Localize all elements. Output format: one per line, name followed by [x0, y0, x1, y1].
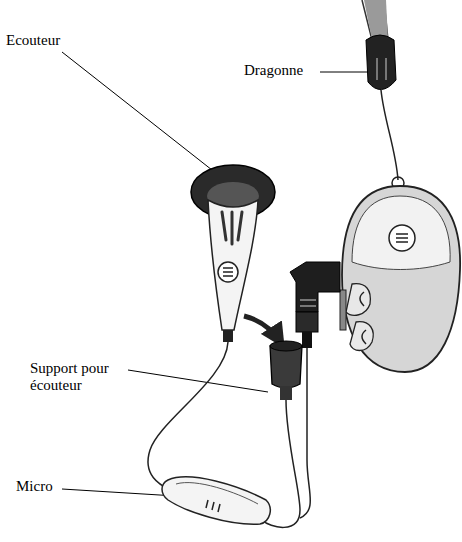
plug — [290, 262, 340, 312]
plug — [302, 332, 312, 348]
strap-band — [364, 0, 388, 40]
earpiece-button — [218, 262, 238, 282]
earpiece-button — [223, 268, 233, 276]
strap-cord — [381, 90, 398, 180]
earpiece-holder — [270, 341, 302, 351]
part-label: Dragonne — [244, 62, 334, 79]
leader-line — [62, 489, 176, 496]
device-top — [352, 196, 450, 270]
side-button — [350, 322, 373, 351]
microphone — [162, 477, 270, 524]
cable — [148, 342, 228, 490]
earpiece-stem — [223, 330, 233, 342]
leader-line — [62, 52, 212, 170]
device-button — [389, 225, 415, 251]
insert-arrow — [244, 316, 282, 344]
side-button — [360, 292, 364, 306]
strap-band — [362, 0, 388, 40]
microphone-holes — [206, 500, 220, 512]
strap-clip — [385, 58, 387, 80]
earpiece-slot — [222, 212, 242, 244]
device-body — [342, 186, 460, 372]
side-button — [346, 284, 370, 316]
part-label: Ecouteur — [6, 32, 96, 49]
cable — [300, 348, 310, 518]
leader-line — [128, 370, 268, 392]
device-jack — [340, 290, 346, 330]
part-label: Micro — [16, 478, 76, 495]
earpiece-body — [208, 200, 258, 330]
part-label: Support pour écouteur — [30, 360, 130, 394]
plug — [296, 312, 318, 332]
earpiece-holder — [280, 386, 292, 400]
side-button — [362, 330, 366, 344]
microphone — [176, 483, 258, 504]
device-button — [396, 234, 408, 242]
strap-clip — [366, 35, 396, 90]
earpiece-holder — [270, 346, 302, 388]
strap-clip — [376, 58, 378, 80]
